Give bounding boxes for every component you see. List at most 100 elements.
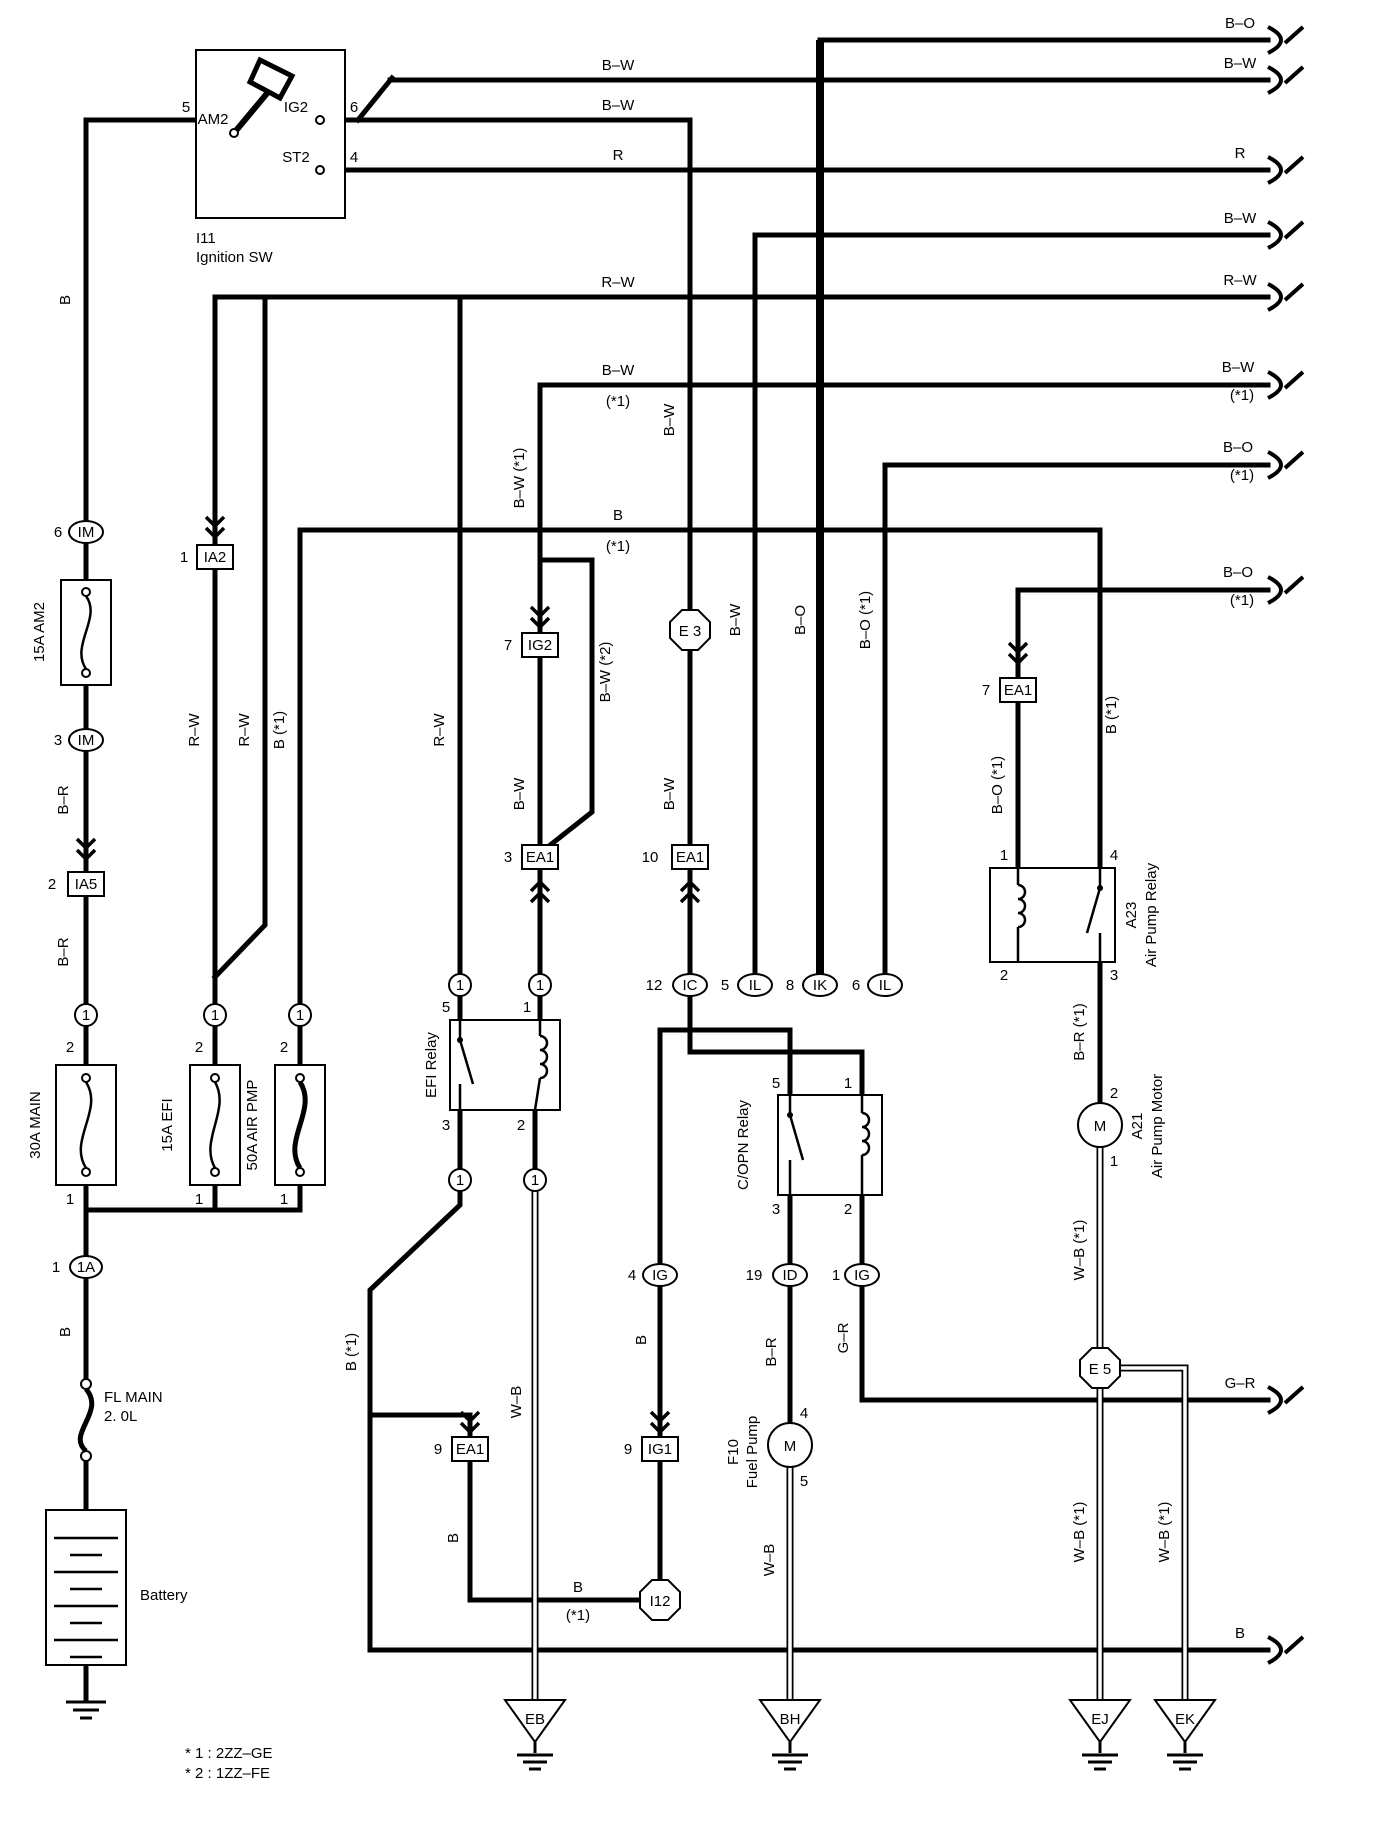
chevron-down-icon — [1007, 641, 1029, 655]
component-label: Air Pump Relay — [1143, 862, 1160, 967]
wire-label: B–O — [1223, 439, 1253, 456]
diagram-shape — [1153, 1699, 1217, 1744]
pin-number: 4 — [1110, 847, 1118, 864]
pin-number: 2 — [1000, 967, 1008, 984]
connector-ia5 — [67, 871, 105, 897]
pin-number: 8 — [786, 977, 794, 994]
wire-segment — [861, 1111, 871, 1157]
wire-label: (*1) — [606, 393, 630, 410]
diagram-shape — [80, 1450, 92, 1462]
wire-label: B–R — [55, 937, 72, 966]
pin-number: 1 — [66, 1191, 74, 1208]
wire-segment — [1283, 25, 1305, 45]
pin-number: 2 — [1110, 1085, 1118, 1102]
fuse-label: 15A EFI — [159, 1098, 176, 1151]
note: * 2 : 1ZZ–FE — [185, 1765, 270, 1782]
wire-label: B — [445, 1533, 462, 1543]
pin-number: 7 — [504, 637, 512, 654]
connector-code: IM — [78, 524, 95, 541]
wire-segment — [1267, 65, 1283, 95]
note: * 1 : 2ZZ–GE — [185, 1745, 273, 1762]
wire-segment — [1267, 575, 1283, 605]
junction-e3 — [669, 609, 711, 651]
diagram-shape — [772, 1742, 808, 1771]
ignition-switch — [195, 49, 346, 219]
chevron-up-icon — [529, 890, 551, 904]
wire-label: B–O (*1) — [857, 591, 874, 649]
wire-segment — [1267, 1385, 1283, 1415]
wire-wb-core — [1118, 1366, 1187, 1700]
wires-solid — [83, 37, 1271, 1703]
connector-code: IC — [683, 977, 698, 994]
diagram-shape — [295, 1167, 305, 1177]
key-flag — [246, 56, 296, 102]
connector-code: ID — [783, 1267, 798, 1284]
wire-label: G–R — [835, 1322, 852, 1353]
wire-segment — [1267, 1635, 1283, 1665]
component-label: 2. 0L — [104, 1408, 137, 1425]
ground-eb — [503, 1699, 567, 1771]
pin-number: 1 — [844, 1075, 852, 1092]
pin-number: 4 — [350, 149, 358, 166]
wire-label: B–W — [727, 603, 744, 636]
chevron-up-icon — [679, 879, 701, 893]
terminal-st2 — [315, 165, 325, 175]
chevron-down-icon — [1007, 652, 1029, 666]
wire-label: W–B (*1) — [1156, 1502, 1173, 1563]
chevron-down-icon — [204, 515, 226, 529]
page-connector — [1267, 450, 1305, 480]
connector-ea1-3 — [521, 844, 559, 870]
diagram-shape — [777, 1094, 883, 1196]
wire-segment — [292, 1080, 308, 1170]
chevron-down-icon — [649, 1410, 671, 1424]
chevron-down-icon — [459, 1421, 481, 1435]
connector-code: IM — [78, 732, 95, 749]
wire-segment — [1267, 282, 1283, 312]
wires-hollow-inner — [533, 1147, 1187, 1700]
component-label: Battery — [140, 1587, 188, 1604]
connector-ea1-7 — [999, 677, 1037, 703]
pin-number: 5 — [442, 999, 450, 1016]
pin-number: 5 — [800, 1473, 808, 1490]
wire-label: B — [57, 295, 74, 305]
connector-code: EA1 — [526, 849, 554, 866]
wire-label: B–W — [602, 57, 635, 74]
air-pump-motor — [1077, 1102, 1123, 1148]
fuel-pump-motor — [767, 1422, 813, 1468]
diagram-shape — [54, 1536, 118, 1659]
pin-number: 10 — [642, 849, 659, 866]
wire-segment — [1267, 25, 1283, 55]
splice — [203, 1003, 227, 1027]
wire-segment — [788, 1114, 805, 1161]
diagram-shape — [1167, 1742, 1203, 1771]
wire-label: (*1) — [1230, 592, 1254, 609]
wire — [657, 1027, 793, 1267]
wire-label: G–R — [1225, 1375, 1256, 1392]
connector-ovals — [68, 520, 903, 1287]
connector-code: EA1 — [456, 1441, 484, 1458]
wire-segment — [458, 1039, 475, 1085]
diagram-shape — [503, 1699, 567, 1744]
junction-code: E 3 — [679, 623, 702, 640]
pin-number: 1 — [1110, 1153, 1118, 1170]
component-label: F10 — [725, 1439, 742, 1465]
pin-number: 1 — [180, 549, 188, 566]
connector-ia2 — [196, 544, 234, 570]
connector-ik-8 — [802, 973, 838, 997]
splice — [448, 973, 472, 997]
wire-label: R — [613, 147, 624, 164]
pin-number: 5 — [182, 99, 190, 116]
wire-label: R–W — [186, 712, 203, 746]
connector-ig2-7 — [521, 632, 559, 658]
pin-number: 3 — [442, 1117, 450, 1134]
page-connector — [1267, 370, 1305, 400]
component-label: EFI Relay — [423, 1032, 440, 1098]
connector-code: IL — [749, 977, 762, 994]
wire-label: B — [57, 1327, 74, 1337]
wire-label: R–W — [236, 712, 253, 746]
pin-number: 2 — [195, 1039, 203, 1056]
component-label: A21 — [1129, 1113, 1146, 1140]
ground-bh — [758, 1699, 822, 1771]
diagram-shape — [517, 1742, 553, 1771]
connector-code: EA1 — [676, 849, 704, 866]
